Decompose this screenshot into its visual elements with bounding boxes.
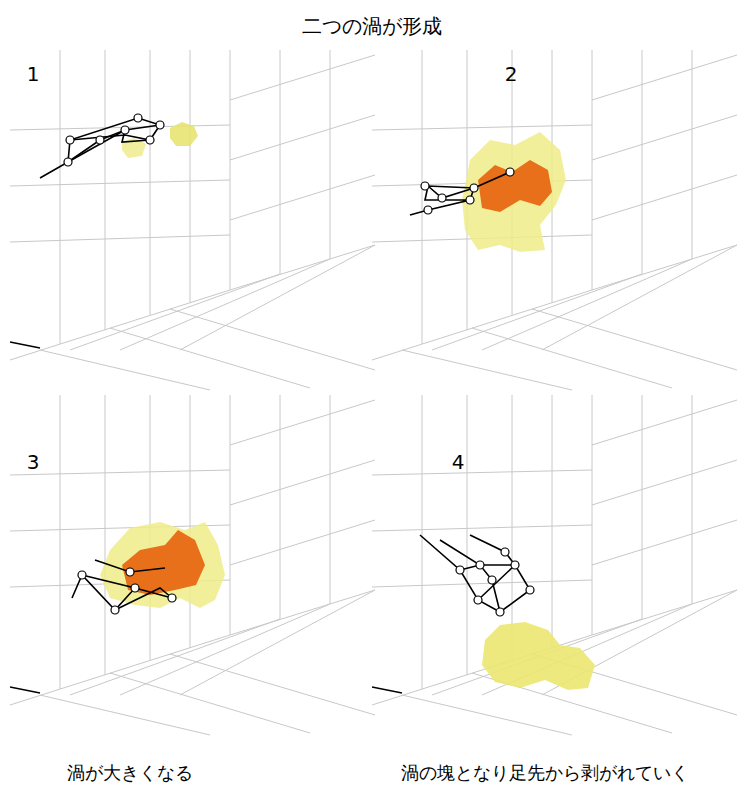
vortex-blob: [482, 622, 595, 690]
grid-panel-3: [10, 395, 375, 735]
panel-number: 3: [27, 450, 40, 474]
foot-skeleton: [72, 560, 172, 610]
foot-skeleton: [410, 172, 510, 215]
foot-skeleton: [420, 535, 530, 612]
joint-marker: [78, 568, 176, 614]
panel-number: 4: [452, 450, 465, 474]
panel-number: 2: [505, 62, 518, 86]
grid-panel-2: [372, 50, 737, 390]
panel-number: 1: [27, 62, 40, 86]
joint-marker: [456, 548, 534, 616]
foot-skeleton: [40, 118, 160, 178]
vortex-blob: [462, 132, 566, 252]
grid-panel-1: [10, 50, 375, 390]
joint-marker: [421, 168, 514, 214]
joint-marker: [64, 114, 164, 166]
panel-caption: 渦が大きくなる: [67, 762, 193, 784]
figure-title: 二つの渦が形成: [302, 14, 442, 38]
panel-caption: 渦の塊となり足先から剥がれていく: [401, 762, 689, 784]
grid-panel-4: [372, 395, 737, 735]
vortex-blob: [122, 122, 198, 158]
